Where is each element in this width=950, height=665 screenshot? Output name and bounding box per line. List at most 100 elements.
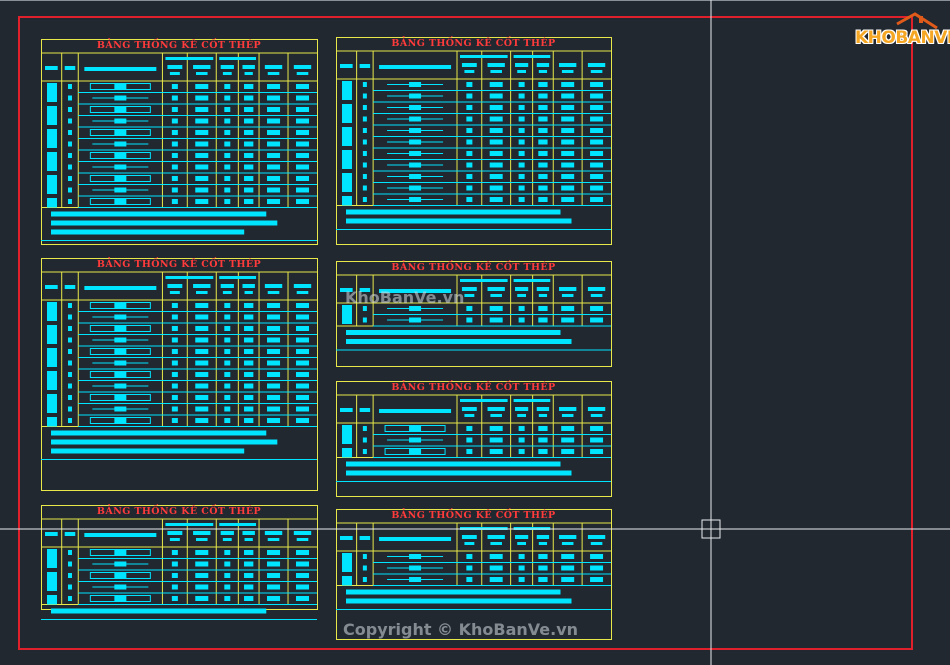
table-value-cell [518, 554, 525, 559]
total-row [346, 461, 561, 467]
rebar-shape [89, 198, 151, 205]
table-value-cell [224, 107, 231, 112]
table-value-cell [195, 360, 209, 366]
total-row [346, 218, 572, 224]
table-value-cell [561, 317, 575, 323]
header-cell [515, 63, 529, 67]
table-value-cell [295, 584, 310, 590]
table-value-cell [244, 573, 254, 578]
rebar-label [409, 105, 422, 110]
row-index-mark [362, 162, 367, 168]
table-value-cell [244, 349, 254, 354]
table-value-cell [195, 130, 209, 135]
table-value-cell [171, 199, 178, 204]
header-cell [84, 533, 157, 537]
table-value-cell [244, 199, 254, 204]
table-value-cell [244, 153, 254, 158]
header-cell [220, 284, 234, 288]
table-value-cell [561, 174, 575, 179]
table-value-cell [518, 317, 525, 323]
table-value-cell [538, 426, 548, 431]
table-value-cell [590, 82, 604, 87]
header-cell [490, 414, 502, 417]
header-cell [517, 414, 527, 417]
member-label [47, 394, 57, 413]
member-label [342, 127, 352, 146]
header-cell [242, 284, 255, 288]
table-value-cell [590, 437, 604, 443]
rebar-label [409, 82, 422, 87]
header-cell [296, 72, 309, 75]
table-value-cell [224, 84, 231, 89]
header-cell [461, 407, 477, 411]
header-cell [515, 287, 529, 291]
total-row [51, 439, 278, 445]
table-value-cell [195, 550, 209, 555]
header-cell [359, 536, 371, 540]
header-cell [340, 536, 353, 540]
table-border [41, 258, 318, 491]
header-cell [587, 63, 606, 67]
table-value-cell [489, 437, 503, 443]
table-value-cell [195, 573, 209, 578]
watermark-center: KhoBanVe.vn [345, 288, 465, 307]
cad-cursor-icon[interactable] [701, 519, 721, 539]
table-value-cell [518, 116, 525, 122]
table-value-cell [538, 197, 548, 202]
header-cell [513, 55, 551, 58]
table-value-cell [267, 383, 281, 389]
row-index-mark [67, 176, 72, 181]
table-value-cell [489, 197, 503, 202]
header-cell [587, 535, 606, 539]
header-cell [587, 287, 606, 291]
header-cell [538, 70, 548, 73]
total-row [51, 220, 278, 226]
rebar-label [409, 317, 422, 323]
member-label [47, 175, 57, 194]
header-cell [264, 284, 283, 288]
table-value-cell [171, 584, 178, 590]
header-cell [267, 72, 280, 75]
total-row [51, 608, 267, 614]
member-label [47, 83, 57, 102]
table-value-cell [224, 199, 231, 204]
table-value-cell [267, 303, 281, 308]
table-value-cell [590, 174, 604, 179]
khobanve-logo: KHOBANVE [853, 12, 950, 52]
table-value-cell [518, 128, 525, 133]
rebar-label [114, 303, 127, 308]
header-cell [169, 538, 180, 541]
row-index-mark [67, 84, 72, 89]
table-value-cell [171, 84, 178, 89]
table-value-cell [538, 162, 548, 168]
rebar-label [409, 174, 422, 179]
table-value-cell [538, 565, 548, 571]
rebar-label [409, 449, 422, 454]
table-value-cell [195, 372, 209, 377]
table-value-cell [195, 314, 209, 320]
table-value-cell [171, 326, 178, 331]
table-value-cell [295, 153, 310, 158]
header-cell [340, 408, 353, 412]
rebar-label [114, 314, 127, 320]
table-value-cell [195, 383, 209, 389]
table-value-cell [267, 349, 281, 354]
table-value-cell [224, 187, 231, 193]
table-value-cell [518, 174, 525, 179]
rebar-label [114, 326, 127, 331]
rebar-label [114, 406, 127, 412]
rebar-label [114, 84, 127, 89]
table-value-cell [224, 130, 231, 135]
table-value-cell [590, 306, 604, 311]
header-cell [536, 407, 550, 411]
header-cell [165, 523, 214, 526]
table-value-cell [518, 93, 525, 99]
table-value-cell [590, 128, 604, 133]
table-value-cell [590, 449, 604, 454]
table-value-cell [538, 139, 548, 145]
table-value-cell [171, 596, 178, 601]
table-value-cell [267, 584, 281, 590]
table-value-cell [538, 577, 548, 582]
row-index-mark [362, 197, 367, 202]
